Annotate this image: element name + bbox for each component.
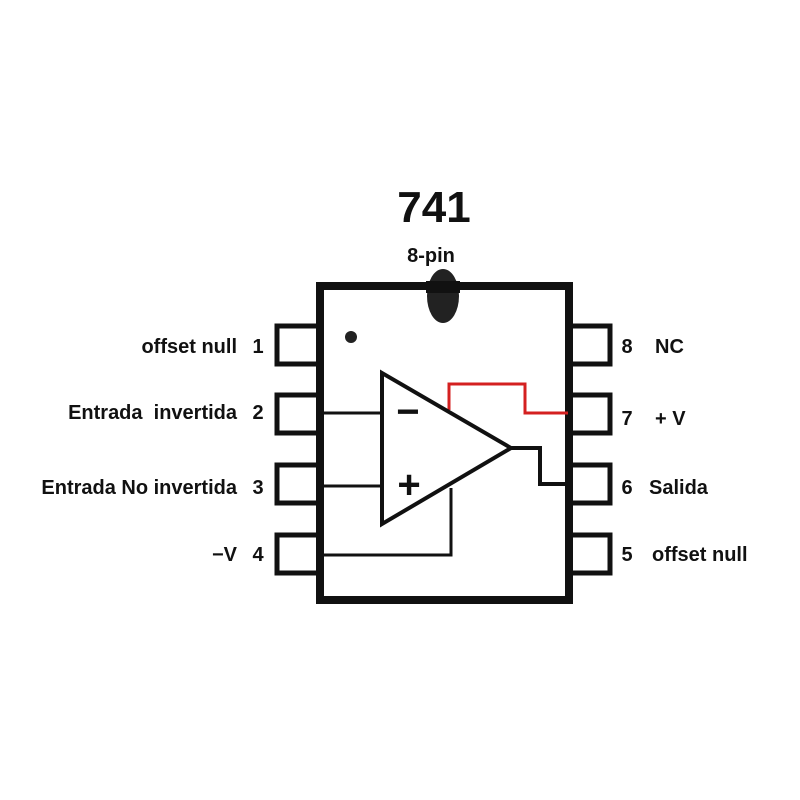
pin-8	[567, 323, 613, 367]
pin-8-label: NC	[655, 336, 684, 358]
pin-3-number: 3	[252, 477, 263, 499]
notch-icon	[427, 269, 459, 323]
pin-2-number: 2	[252, 402, 263, 424]
pin-8-number: 8	[621, 336, 632, 358]
opamp-triangle	[380, 369, 515, 528]
pin-3-label: Entrada No invertida	[41, 477, 237, 499]
wire-output	[511, 446, 568, 486]
pin-6-number: 6	[621, 477, 632, 499]
pin-6-label: Salida	[649, 477, 709, 499]
pin-7-label: + V	[655, 408, 686, 430]
pin-4	[274, 532, 322, 576]
chip-title: 741	[397, 183, 470, 232]
pin-1-number: 1	[252, 336, 263, 358]
wire-positive-supply	[447, 382, 568, 415]
pin-7-number: 7	[621, 408, 632, 430]
pin-1	[274, 323, 322, 367]
pin-1-label: offset null	[141, 336, 237, 358]
pin-2-label: Entrada invertida	[68, 402, 238, 424]
plus-symbol: +	[397, 463, 420, 507]
pin-2	[274, 392, 322, 436]
minus-symbol: −	[396, 390, 419, 434]
wire-negative-supply	[320, 488, 453, 557]
notch-top	[426, 281, 460, 293]
pin-5	[567, 532, 613, 576]
pin-6	[567, 462, 613, 506]
pin-5-number: 5	[621, 544, 632, 566]
pin1-dot-icon	[345, 331, 357, 343]
chip-subtitle: 8-pin	[407, 245, 455, 267]
pin-5-label: offset null	[652, 544, 748, 566]
pin-4-number: 4	[252, 544, 264, 566]
chip-body	[316, 282, 573, 604]
pin-3	[274, 462, 322, 506]
pin-4-label: −V	[212, 544, 238, 566]
pin-7	[567, 392, 613, 436]
